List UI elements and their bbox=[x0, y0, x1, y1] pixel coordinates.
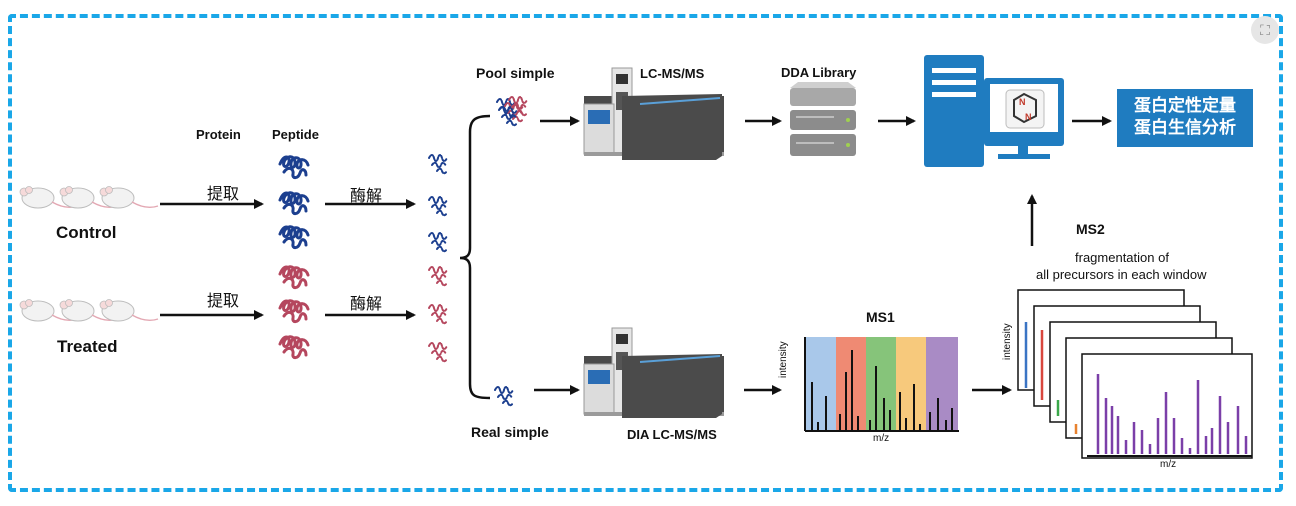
real-simple-label: Real simple bbox=[471, 424, 549, 440]
ms2-label: MS2 bbox=[1076, 221, 1105, 237]
peptide-label: Peptide bbox=[272, 127, 319, 142]
ms1-label: MS1 bbox=[866, 309, 895, 325]
ms2-spectra-stack bbox=[1017, 289, 1253, 459]
dda-library-label: DDA Library bbox=[781, 65, 857, 80]
control-mice-icon bbox=[19, 185, 159, 209]
protein-label: Protein bbox=[196, 127, 241, 142]
ms2-xlabel: m/z bbox=[1160, 459, 1177, 470]
treated-peptide-icon bbox=[428, 266, 448, 363]
result-badge: 蛋白定性定量 蛋白生信分析 bbox=[1117, 89, 1253, 147]
server-icon bbox=[790, 82, 856, 156]
pool-simple-label: Pool simple bbox=[476, 65, 555, 81]
extract-label-control: 提取 bbox=[207, 184, 240, 203]
mass-spectrometer-icon bbox=[583, 67, 725, 160]
software-logo-icon: N N bbox=[1005, 89, 1045, 129]
control-label: Control bbox=[56, 223, 117, 242]
treated-protein-icon bbox=[278, 265, 310, 360]
pool-sample-icon bbox=[496, 96, 528, 127]
digest-label-control: 酶解 bbox=[350, 186, 383, 205]
fragmentation-line1: fragmentation of bbox=[1075, 250, 1169, 265]
dia-mass-spectrometer-icon bbox=[583, 327, 725, 418]
digest-label-treated: 酶解 bbox=[350, 294, 383, 313]
ms2-ylabel: intensity bbox=[1002, 323, 1013, 360]
fragmentation-line2: all precursors in each window bbox=[1036, 267, 1207, 282]
treated-mice-icon bbox=[19, 298, 159, 322]
split-brace bbox=[459, 114, 491, 400]
result-line1: 蛋白定性定量 bbox=[1134, 96, 1236, 116]
computer-icon: N N bbox=[924, 55, 1064, 167]
svg-text:N: N bbox=[1019, 97, 1026, 107]
treated-label: Treated bbox=[57, 337, 118, 356]
control-protein-icon bbox=[278, 155, 310, 250]
ms1-xlabel: m/z bbox=[873, 433, 890, 444]
lcmsms-label: LC-MS/MS bbox=[640, 66, 705, 81]
real-sample-icon bbox=[494, 386, 514, 407]
result-line2: 蛋白生信分析 bbox=[1134, 118, 1236, 138]
dia-lcmsms-label: DIA LC-MS/MS bbox=[627, 427, 717, 442]
extract-label-treated: 提取 bbox=[207, 291, 240, 310]
ms1-spectrum bbox=[804, 337, 959, 432]
expand-icon[interactable]: ⛶ bbox=[1251, 16, 1279, 44]
ms1-ylabel: intensity bbox=[778, 341, 789, 378]
dashed-frame bbox=[8, 14, 1283, 492]
svg-text:N: N bbox=[1025, 112, 1032, 122]
control-peptide-icon bbox=[428, 154, 448, 253]
